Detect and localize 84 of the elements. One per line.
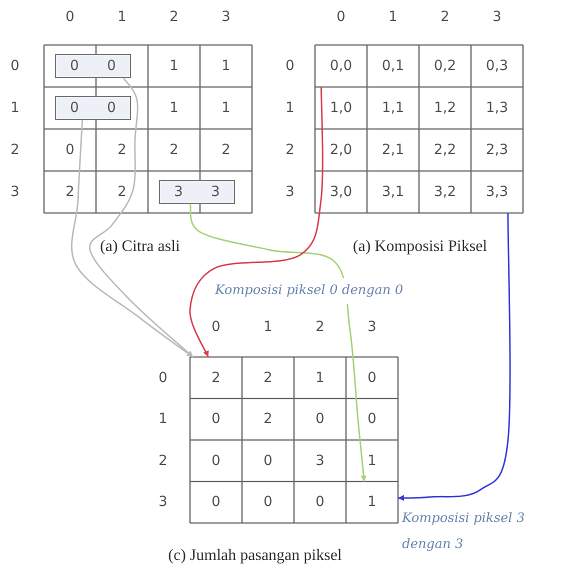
cell-value: 1,2 bbox=[432, 99, 458, 118]
row-number: 1 bbox=[158, 410, 168, 430]
arrow bbox=[398, 213, 511, 501]
column-number: 3 bbox=[220, 8, 232, 27]
cell-value: 0 bbox=[366, 410, 378, 430]
cell-value: 1,3 bbox=[484, 99, 510, 118]
row-number: 3 bbox=[284, 183, 296, 202]
row-number: 2 bbox=[158, 452, 168, 471]
cell-value: 0 bbox=[210, 493, 222, 512]
cell-value: 0,3 bbox=[484, 57, 510, 76]
cell-value: 2 bbox=[116, 183, 128, 202]
cell-value: 1 bbox=[168, 99, 180, 118]
cell-value: 2 bbox=[168, 141, 180, 160]
cell-value: 0 bbox=[106, 99, 117, 118]
cell-value: 2 bbox=[262, 410, 274, 430]
cell-value: 1 bbox=[168, 57, 180, 76]
column-number: 0 bbox=[210, 318, 222, 337]
column-number: 3 bbox=[366, 318, 378, 337]
caption: (c) Jumlah pasangan piksel bbox=[168, 547, 342, 565]
cell-value: 0 bbox=[106, 57, 117, 76]
cell-value: 2,1 bbox=[380, 141, 406, 160]
cell-value: 1,1 bbox=[380, 99, 406, 118]
cell-value: 1 bbox=[366, 452, 378, 471]
column-number: 2 bbox=[314, 318, 326, 337]
cell-value: 0,1 bbox=[380, 57, 406, 76]
cell-value: 0 bbox=[262, 493, 274, 512]
table-cell: 3,3 bbox=[471, 171, 523, 213]
cell-value: 0 bbox=[366, 368, 378, 388]
cell-value: 0,2 bbox=[432, 57, 458, 76]
cell-value: 0 bbox=[210, 452, 222, 471]
caption: (a) Citra asli bbox=[100, 238, 180, 256]
arrow bbox=[189, 87, 324, 358]
column-number: 2 bbox=[440, 8, 450, 27]
cell-value: 1 bbox=[220, 99, 232, 118]
highlight-box bbox=[159, 180, 235, 204]
cell-value: 1 bbox=[220, 57, 232, 76]
row-number: 1 bbox=[10, 99, 20, 118]
cell-value: 2 bbox=[64, 183, 76, 202]
cell-value: 3,1 bbox=[380, 183, 406, 202]
cell-value: 2,0 bbox=[328, 141, 354, 160]
arrow bbox=[71, 120, 194, 358]
cell-value: 2 bbox=[220, 141, 232, 160]
caption: (a) Komposisi Piksel bbox=[352, 238, 488, 256]
column-number: 1 bbox=[262, 318, 274, 337]
arrow bbox=[189, 204, 367, 482]
cell-value: 2 bbox=[262, 368, 274, 388]
cell-value: 1 bbox=[314, 368, 326, 388]
table-cell: 2 bbox=[190, 357, 242, 398]
column-number: 0 bbox=[64, 8, 76, 27]
row-number: 0 bbox=[158, 368, 168, 388]
column-number: 2 bbox=[168, 8, 180, 27]
column-number: 1 bbox=[388, 8, 398, 27]
row-number: 2 bbox=[10, 141, 20, 160]
cell-value: 3 bbox=[173, 183, 184, 202]
row-number: 2 bbox=[284, 141, 296, 160]
table-cell: 0,0 bbox=[315, 45, 367, 87]
cell-value: 2,3 bbox=[484, 141, 510, 160]
row-number: 3 bbox=[10, 183, 20, 202]
column-number: 1 bbox=[116, 8, 128, 27]
row-number: 0 bbox=[284, 57, 296, 76]
arrow bbox=[89, 78, 194, 358]
cell-value: 3 bbox=[314, 452, 326, 471]
cell-value: 0 bbox=[69, 57, 80, 76]
highlight-box bbox=[55, 96, 131, 120]
cell-value: 3,2 bbox=[432, 183, 458, 202]
row-number: 1 bbox=[284, 99, 296, 118]
column-number: 3 bbox=[492, 8, 502, 27]
cell-value: 0 bbox=[64, 141, 76, 160]
row-number: 3 bbox=[158, 493, 168, 512]
cell-value: 1,0 bbox=[328, 99, 354, 118]
cell-value: 0 bbox=[69, 99, 80, 118]
annotation: Komposisi piksel 0 dengan 0 bbox=[215, 278, 404, 304]
cell-value: 0 bbox=[210, 410, 222, 430]
cell-value: 0 bbox=[314, 410, 326, 430]
cell-value: 0 bbox=[314, 493, 326, 512]
row-number: 0 bbox=[10, 57, 20, 76]
cell-value: 3 bbox=[210, 183, 221, 202]
table-cell: 1 bbox=[346, 482, 398, 523]
cell-value: 2,2 bbox=[432, 141, 458, 160]
cell-value: 0 bbox=[262, 452, 274, 471]
highlight-box bbox=[55, 54, 131, 78]
cell-value: 2 bbox=[116, 141, 128, 160]
column-number: 0 bbox=[336, 8, 346, 27]
cell-value: 3,0 bbox=[328, 183, 354, 202]
